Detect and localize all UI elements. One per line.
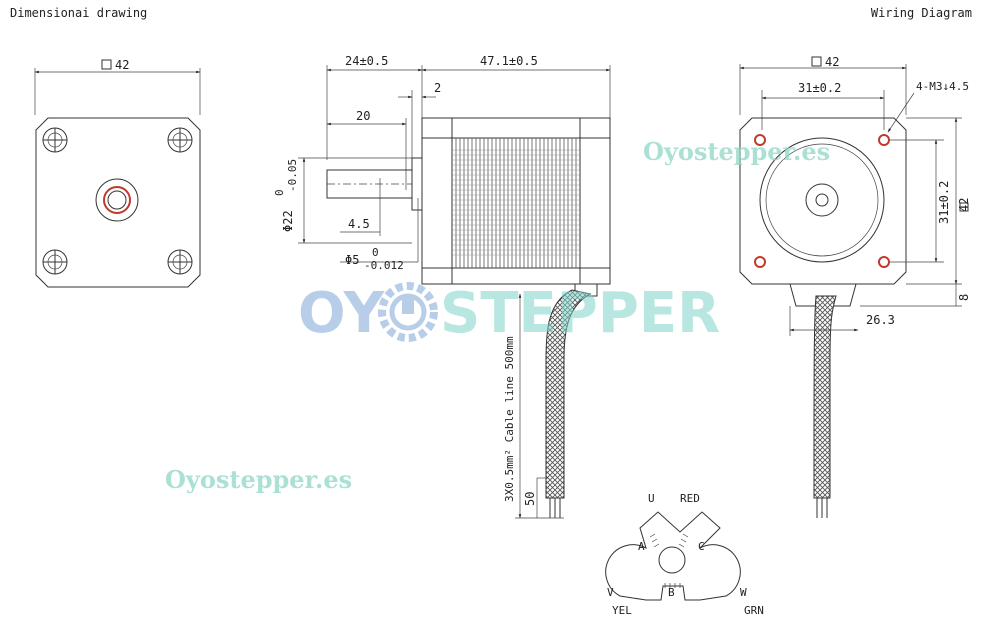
flange-offset-label: 2 [434, 81, 441, 95]
rear-view: 42 31±0.2 4-M3↓4.5 31±0.2 42 8 [739, 55, 971, 518]
watermark-logo-right: STEPPER [440, 281, 720, 346]
phase-u-label: U [648, 492, 655, 505]
rear-width-label: 42 [825, 55, 839, 69]
wire-grn-label: GRN [744, 604, 764, 617]
shaft-tol-bot: -0.012 [364, 259, 404, 272]
square-symbol-icon [959, 202, 969, 212]
stator-triad [605, 511, 741, 601]
wiring-diagram-title: Wiring Diagram [870, 6, 972, 20]
cooling-fins [452, 138, 580, 268]
hole-spacing-h-label: 31±0.2 [798, 81, 841, 95]
mount-holes-label: 4-M3↓4.5 [916, 80, 969, 93]
boss-diameter-label: Φ22 [281, 210, 295, 232]
shaft-flat-length-label: 20 [356, 109, 370, 123]
rear-motor-outline [739, 117, 907, 285]
phase-v-label: V [607, 586, 614, 599]
front-mount-hole-tr [167, 127, 193, 153]
front-view: 42 [34, 58, 201, 288]
front-mount-hole-tl [42, 127, 68, 153]
rear-hole-br [878, 256, 890, 268]
side-view: 24±0.5 47.1±0.5 2 20 Φ22 0 [273, 54, 611, 519]
wire-yel-label: YEL [612, 604, 632, 617]
wire-red-label: RED [680, 492, 700, 505]
shaft-tol-top: 0 [372, 246, 379, 259]
coil-a-label: A [638, 540, 645, 553]
rear-hole-tr [878, 134, 890, 146]
square-symbol-icon [811, 56, 822, 67]
square-symbol-icon [101, 59, 112, 70]
watermark-url-top: Oyostepper.es [643, 137, 830, 166]
watermark-logo: OY STEPPER [298, 281, 720, 346]
cable-spec-label: 3X0.5mm² Cable line 500mm [503, 336, 516, 502]
rear-connector [789, 283, 857, 307]
shaft-diameter-label: Φ5 [345, 253, 359, 267]
rotor-hole [658, 546, 686, 574]
coil-b-label: B [668, 586, 675, 599]
front-mount-hole-br [167, 249, 193, 275]
wiring-diagram: U RED A C B V W YEL GRN [605, 492, 764, 617]
motor-body [421, 117, 611, 285]
coil-c-label: C [698, 540, 705, 553]
boss-tol-top: 0 [273, 189, 286, 196]
rear-hole-bl [754, 256, 766, 268]
rear-height-label: 42 [957, 198, 971, 212]
body-length-label: 47.1±0.5 [480, 54, 538, 68]
shaft-flat-depth-label: 4.5 [348, 217, 370, 231]
rear-housing-circle [759, 137, 885, 263]
connector-height-label: 8 [957, 294, 971, 301]
front-width-label: 42 [115, 58, 129, 72]
front-motor-outline [35, 117, 201, 288]
gear-icon [378, 282, 438, 342]
front-shaft-boss [95, 178, 139, 222]
boss-tol-bot: -0.05 [286, 159, 299, 192]
cable-offset-label: 26.3 [866, 313, 895, 327]
rear-cable [813, 295, 837, 499]
boss [411, 157, 423, 211]
front-mount-hole-bl [42, 249, 68, 275]
watermark-url-bottom: Oyostepper.es [165, 465, 352, 494]
phase-w-label: W [740, 586, 747, 599]
rear-hole-tl [754, 134, 766, 146]
watermark-logo-left: OY [298, 281, 386, 346]
hole-spacing-v-label: 31±0.2 [937, 181, 951, 224]
shaft-length-label: 24±0.5 [345, 54, 388, 68]
dimensional-drawing-title: Dimensionai drawing [10, 6, 148, 20]
stripped-length-label: 50 [523, 492, 537, 506]
